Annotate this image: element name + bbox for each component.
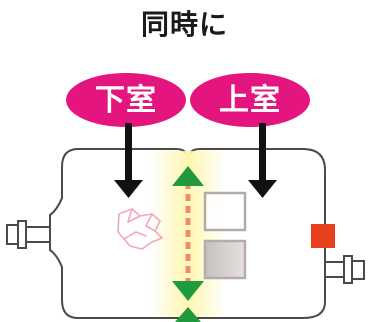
page-title: 同時に [140,8,228,41]
red-port-marker [311,224,335,248]
lower-chamber-label: 下室 [95,83,157,118]
double-arrow-icon [172,166,204,322]
upper-chamber-bubble [190,73,310,127]
down-arrow-icon [114,123,277,198]
connector-port-icon [6,220,51,249]
connector-port-icon [324,255,365,284]
pressing-hand-icon [117,208,163,250]
lower-window [203,239,247,280]
upper-window [203,191,247,232]
upper-chamber-label: 上室 [219,83,281,118]
lower-chamber-bubble [66,73,186,127]
